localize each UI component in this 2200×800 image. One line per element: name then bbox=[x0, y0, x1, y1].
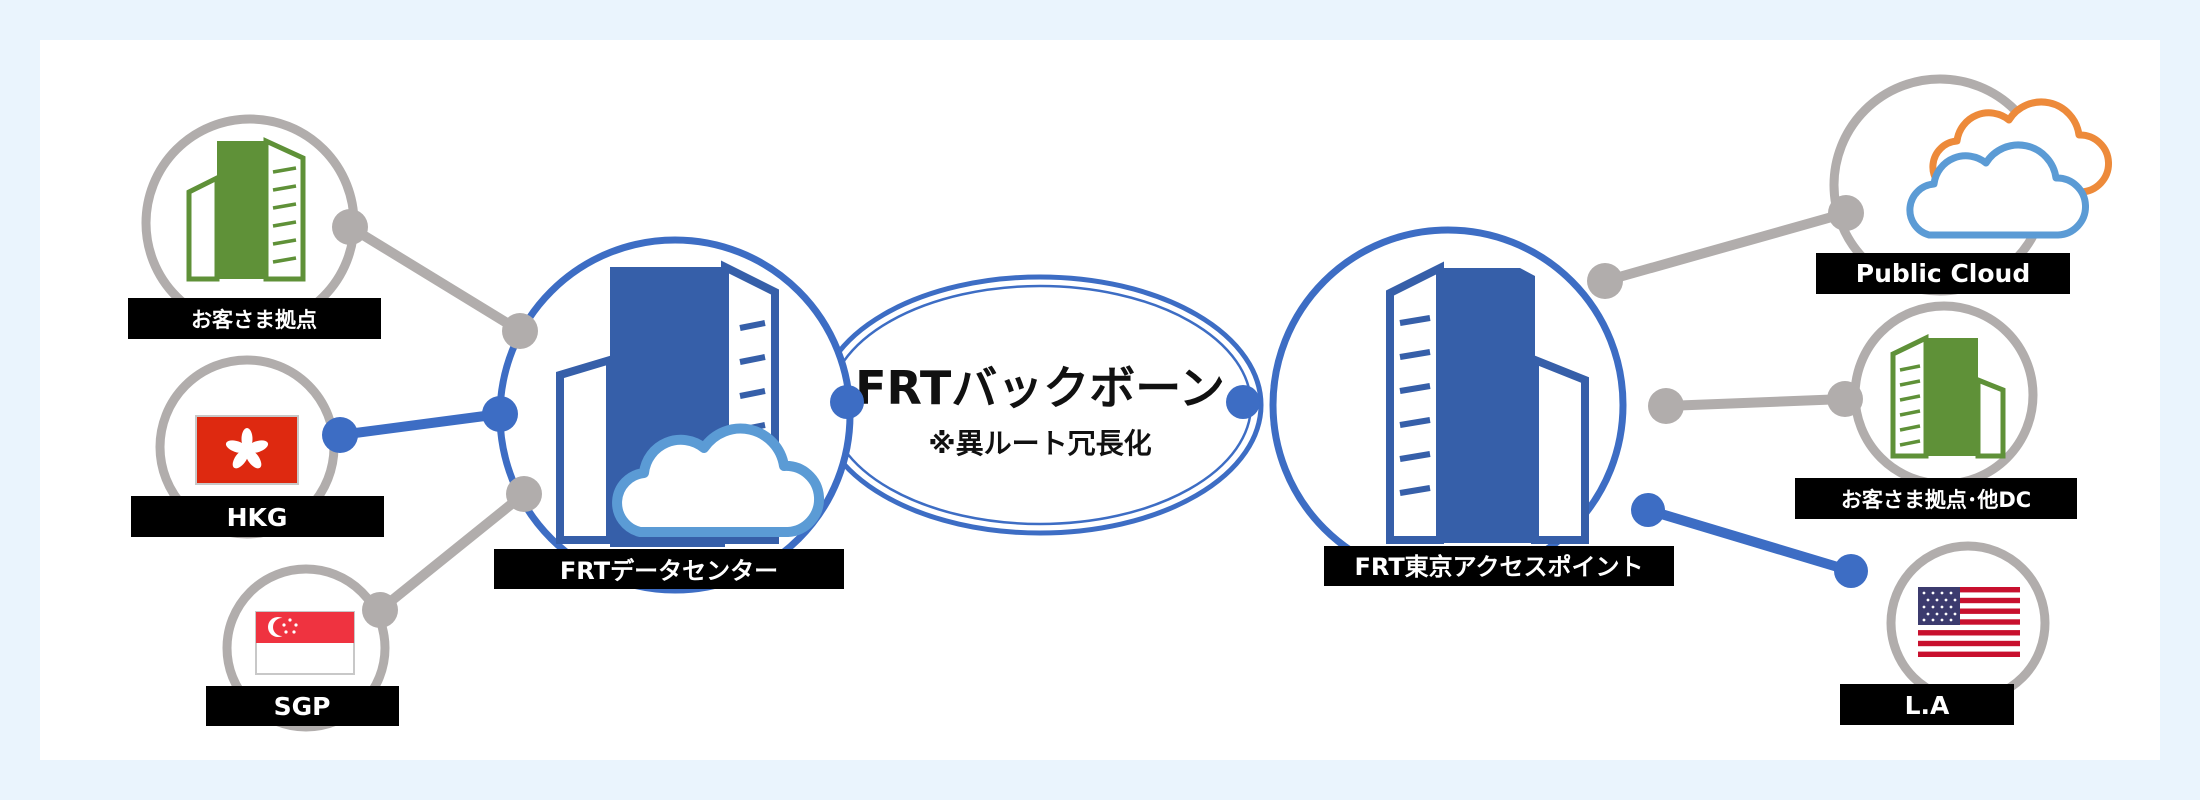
access-point-hub: FRT東京アクセスポイント bbox=[1269, 226, 1674, 586]
building-icon bbox=[1890, 334, 2006, 459]
node-sgp: SGP bbox=[206, 564, 399, 732]
connector-dots bbox=[322, 195, 1868, 628]
hkg-label-bg bbox=[131, 496, 384, 537]
connector-dot bbox=[830, 385, 864, 419]
connector-dot bbox=[506, 476, 542, 512]
link-access-point-to-public-cloud bbox=[1603, 208, 1848, 286]
backbone-ring: FRTバックボーン ※異ルート冗長化 bbox=[816, 274, 1264, 536]
node-hkg: HKG bbox=[131, 355, 384, 539]
backbone-subtitle: ※異ルート冗長化 bbox=[928, 427, 1151, 460]
sgp-label-bg bbox=[206, 686, 399, 726]
node-public-cloud: Public Cloud bbox=[1816, 74, 2112, 296]
link-access-point-to-customer-dc bbox=[1665, 394, 1846, 411]
connector-dot bbox=[1828, 195, 1864, 231]
connector-dot bbox=[1834, 554, 1868, 588]
connector-dot bbox=[1631, 493, 1665, 527]
datacenter-label-bg bbox=[494, 549, 844, 589]
customer-site-label: お客さま拠点 bbox=[191, 308, 317, 332]
link-hkg-to-datacenter bbox=[339, 409, 501, 440]
connector-dot bbox=[1226, 385, 1260, 419]
access-point-label-bg bbox=[1324, 546, 1674, 586]
cloud-icon bbox=[1906, 141, 2089, 239]
customer-site-label-bg bbox=[128, 298, 381, 339]
customer-site-dc-label-bg bbox=[1795, 478, 2077, 519]
connection-lines bbox=[339, 208, 1853, 614]
connector-dot bbox=[1648, 388, 1684, 424]
connector-dot bbox=[482, 396, 518, 432]
building-icon bbox=[186, 137, 306, 282]
link-access-point-to-la bbox=[1646, 505, 1853, 576]
customer-site-dc-label: お客さま拠点･他DC bbox=[1841, 488, 2031, 512]
connector-dot bbox=[362, 592, 398, 628]
la-label: L.A bbox=[1905, 691, 1950, 720]
link-customer-site-to-datacenter bbox=[347, 222, 523, 336]
connector-dot bbox=[1587, 263, 1623, 299]
la-label-bg bbox=[1840, 684, 2014, 725]
datacenter-label: FRTデータセンター bbox=[560, 557, 778, 585]
node-customer-site-dc: お客さま拠点･他DC bbox=[1795, 301, 2077, 519]
backbone-title: FRTバックボーン bbox=[855, 361, 1225, 415]
public-cloud-label-bg bbox=[1816, 253, 2070, 294]
connector-dot bbox=[322, 417, 358, 453]
public-cloud-label: Public Cloud bbox=[1856, 259, 2030, 288]
sgp-label: SGP bbox=[274, 692, 331, 721]
us-flag-icon bbox=[1918, 587, 2020, 657]
hong-kong-flag-icon bbox=[195, 415, 299, 485]
link-sgp-to-datacenter bbox=[376, 490, 528, 614]
network-diagram: FRTバックボーン ※異ルート冗長化 FRTデータセンター bbox=[128, 74, 2112, 732]
building-icon bbox=[1386, 261, 1589, 544]
datacenter-hub: FRTデータセンター bbox=[494, 236, 854, 594]
singapore-flag-icon bbox=[255, 611, 355, 675]
hkg-label: HKG bbox=[227, 503, 288, 532]
access-point-label: FRT東京アクセスポイント bbox=[1355, 553, 1644, 581]
cloud-icon bbox=[612, 423, 824, 537]
connector-dot bbox=[332, 209, 368, 245]
connector-dot bbox=[1827, 381, 1863, 417]
node-la: L.A bbox=[1840, 541, 2050, 725]
connector-dot bbox=[502, 313, 538, 349]
diagram-panel: FRTバックボーン ※異ルート冗長化 FRTデータセンター bbox=[40, 40, 2160, 760]
